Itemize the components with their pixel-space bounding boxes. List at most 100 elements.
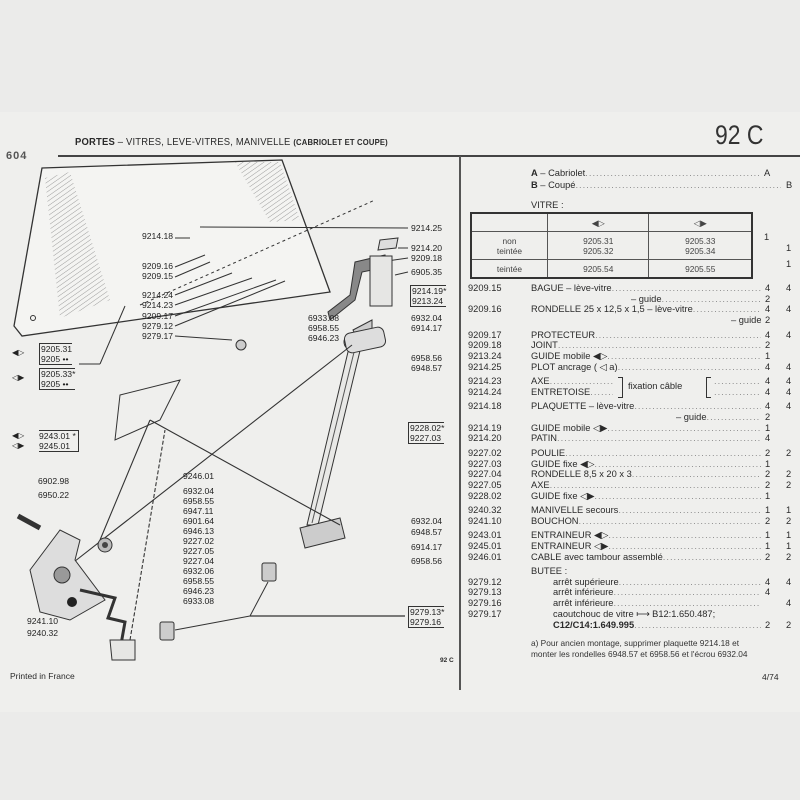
qty-a: 1 — [765, 490, 771, 501]
title-sub: VITRES, LEVE-VITRES, MANIVELLE — [125, 136, 294, 148]
qty-a: 2 — [765, 293, 771, 304]
qty-a: 4 — [765, 361, 771, 372]
glass-type: teintée — [470, 259, 548, 279]
part-callout: 6932.04 — [411, 313, 443, 323]
model-letter: A — [531, 168, 538, 178]
qty-b: 4 — [786, 576, 792, 587]
leader-dots: ........................................… — [634, 401, 761, 412]
qty-a: 4 — [765, 329, 771, 340]
qty-a: 4 — [765, 401, 771, 412]
part-callout: 9205 •• — [41, 379, 69, 389]
title-dash: – — [114, 136, 126, 148]
part-code: 9214.24 — [468, 386, 502, 397]
leader-dots: ........................................… — [549, 376, 613, 387]
part-name: RONDELLE 8,5 x 20 x 3 — [531, 469, 632, 480]
part-name: BAGUE – lève-vitre — [531, 283, 612, 293]
part-callout: 9227.05 — [183, 546, 215, 556]
part-code: 9279.17 — [468, 608, 502, 619]
part-code: 9227.04 — [468, 469, 502, 480]
arrow-right-door-icon: ◁▶ — [12, 373, 25, 382]
part-callout: 9279.17 — [142, 331, 174, 341]
model-name: Cabriolet — [548, 168, 586, 178]
part-name: arrêt inférieure — [553, 587, 614, 598]
part-description: – guide ................................… — [731, 315, 761, 326]
leader-dots: ........................................… — [549, 479, 761, 490]
qty-b: 1 — [786, 540, 792, 551]
part-name: PLAQUETTE – lève-vitre — [531, 401, 635, 412]
part-code: 9214.20 — [468, 433, 502, 444]
part-description: arrêt inférieure .......................… — [553, 587, 761, 598]
part-dots-after-bracket: ........................................… — [714, 387, 761, 398]
part-callout: 9228.02* — [410, 423, 445, 433]
part-callout: 9209.15 — [142, 271, 174, 281]
qty-b: 4 — [786, 361, 792, 372]
part-name: caoutchouc de vitre ⟼ B12:1.650.487; — [553, 608, 716, 619]
part-callout: 6948.57 — [411, 527, 443, 537]
part-code: 9279.12 — [468, 576, 502, 587]
part-callout: 6932.06 — [183, 566, 215, 576]
part-description: RONDELLE 25 x 12,5 x 1,5 – lève-vitre ..… — [531, 304, 761, 315]
part-description: CABLE avec tambour assemblé ............… — [531, 552, 761, 563]
qty-b: 4 — [786, 401, 792, 412]
leader-dots: ........................................… — [714, 376, 761, 387]
vitre-heading: VITRE : — [531, 200, 564, 210]
title-main: PORTES — [75, 136, 115, 148]
part-row: 9246.01 CABLE avec tambour assemblé .....… — [468, 552, 798, 563]
qty-a: 1 — [765, 458, 771, 469]
qty-a: 4 — [765, 386, 771, 397]
part-callout: 9209.16 — [142, 261, 174, 271]
part-callout: 9205.31 — [41, 344, 73, 354]
part-code: 9279.13 — [468, 587, 502, 598]
part-row: 9279.13 arrêt inférieure ................… — [468, 587, 798, 598]
part-description: GUIDE fixe ◀▷ ..........................… — [531, 459, 761, 470]
part-row: – guide ................................… — [468, 412, 798, 423]
part-callout: 6914.17 — [411, 323, 443, 333]
qty-b: 2 — [786, 469, 792, 480]
part-code: 9241.10 — [468, 515, 502, 526]
part-name: BOUCHON — [531, 515, 579, 526]
leader-dots: ........................................… — [565, 447, 761, 458]
qty-a: 1 — [764, 232, 770, 242]
part-name: GUIDE mobile ◀▷ — [531, 350, 608, 361]
part-callout: 9214.24 — [142, 290, 174, 300]
part-description: RONDELLE 8,5 x 20 x 3 ..................… — [531, 469, 761, 480]
part-callout: 9227.03 — [410, 433, 442, 443]
part-code: 9279.16 — [468, 598, 502, 609]
part-callout: 6902.98 — [38, 476, 70, 486]
part-code: 9227.03 — [468, 458, 502, 469]
bracket — [706, 377, 711, 398]
part-callout: 6947.11 — [183, 506, 214, 516]
part-callout: 6933.08 — [183, 596, 215, 606]
part-callout-group: 9214.19*9213.24 — [410, 285, 447, 307]
rubber-stops — [159, 339, 405, 641]
part-description: BOUCHON ................................… — [531, 516, 761, 527]
qty-a: 1 — [765, 505, 771, 516]
model-label: A – Cabriolet — [531, 168, 585, 179]
qty-a: 1 — [765, 350, 771, 361]
part-name: PATIN — [531, 433, 557, 444]
part-code: 9245.01 — [468, 540, 502, 551]
part-callout: 9214.18 — [142, 231, 174, 241]
part-code: 9213.24 — [468, 350, 502, 361]
part-description: JOINT ..................................… — [531, 340, 761, 351]
part-callout: 9241.10 — [27, 616, 59, 626]
part-code: 9246.01 — [468, 551, 502, 562]
part-row: 9279.17 caoutchouc de vitre ⟼ B12:1.650.4… — [468, 609, 798, 620]
vitre-table-header: ◀▷ ◁▶ — [470, 212, 753, 232]
part-description: POULIE .................................… — [531, 448, 761, 459]
part-code: 9227.05 — [468, 479, 502, 490]
part-callout: 6905.35 — [411, 267, 443, 277]
leader-dots: ........................................… — [594, 490, 761, 501]
part-name: RONDELLE 25 x 12,5 x 1,5 – lève-vitre — [531, 304, 693, 315]
part-number: 9205.55 — [648, 259, 753, 279]
part-callout: 9213.24 — [412, 296, 444, 306]
